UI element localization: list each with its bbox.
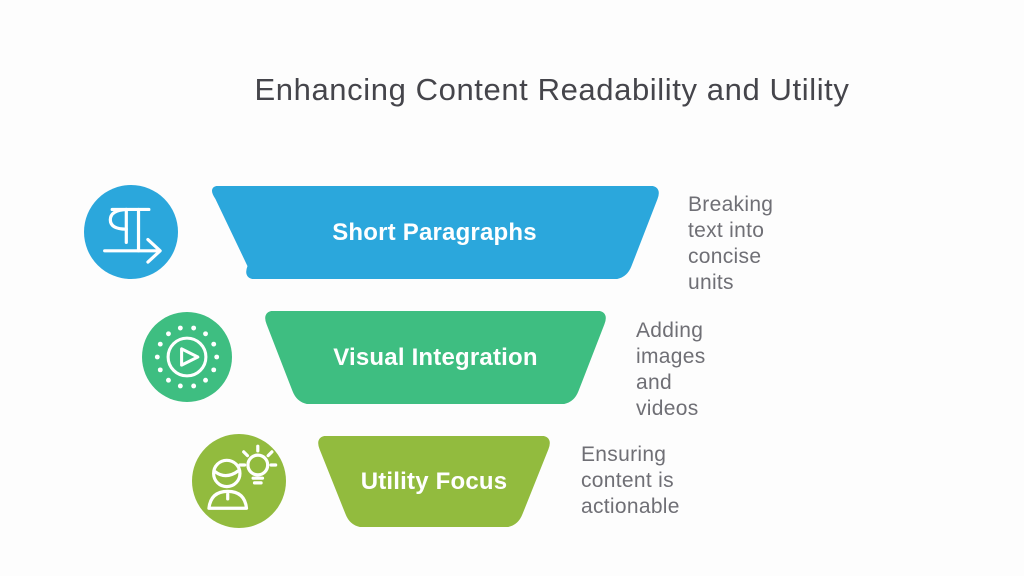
banner-label-visual-integration: Visual Integration bbox=[333, 343, 538, 371]
page-title: Enhancing Content Readability and Utilit… bbox=[254, 72, 850, 107]
funnel-banner-utility-focus: Utility Focus bbox=[315, 436, 553, 527]
person-idea-icon bbox=[192, 434, 286, 528]
description-short-paragraphs: Breaking text into concise units bbox=[688, 193, 774, 294]
description-visual-integration: Adding images and videos bbox=[636, 319, 706, 420]
banner-label-utility-focus: Utility Focus bbox=[360, 467, 508, 495]
description-utility-focus: Ensuring content is actionable bbox=[581, 443, 680, 518]
funnel-banner-short-paragraphs: Short Paragraphs bbox=[207, 186, 662, 279]
banner-label-short-paragraphs: Short Paragraphs bbox=[332, 218, 537, 246]
play-video-icon bbox=[142, 312, 232, 402]
funnel-banner-visual-integration: Visual Integration bbox=[262, 311, 609, 404]
pilcrow-arrow-icon bbox=[84, 185, 178, 279]
